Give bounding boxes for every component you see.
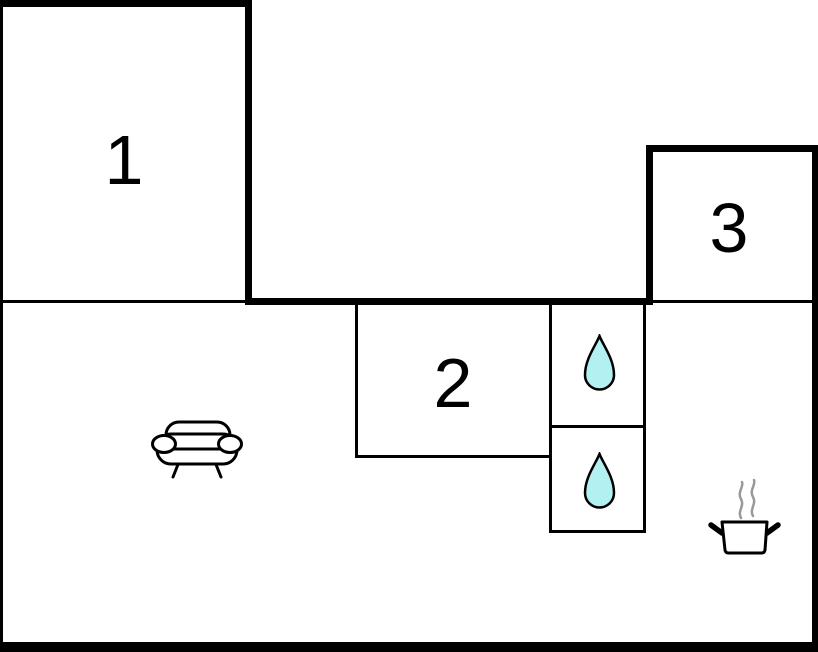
wall-room1-top [0, 0, 252, 7]
wall-room1-right [245, 0, 252, 305]
wall-bath-divider [549, 425, 646, 428]
water-drop-icon [583, 452, 616, 509]
room-3-label: 3 [709, 189, 749, 267]
wall-outer-right [812, 145, 818, 652]
steam-lines [738, 478, 756, 520]
room-2-label: 2 [433, 344, 473, 422]
wall-room1-bottom [0, 300, 245, 303]
wall-room3-left [646, 145, 653, 305]
wall-outer-left [0, 0, 3, 652]
wall-room3-bottom [653, 300, 812, 303]
wall-room2-bottom [355, 455, 552, 458]
wall-room3-top [646, 145, 818, 152]
wall-bath-right [643, 304, 646, 533]
wall-room2-left [355, 304, 358, 458]
wall-outer-bottom [0, 642, 818, 652]
cooking-pot-icon [708, 478, 781, 555]
room-1-label: 1 [104, 121, 144, 199]
sofa-icon [151, 420, 243, 479]
water-drop-icon [583, 334, 616, 391]
wall-mid-thick [245, 298, 653, 305]
wall-bath-bottom [549, 530, 646, 533]
wall-bath-left [549, 304, 552, 533]
